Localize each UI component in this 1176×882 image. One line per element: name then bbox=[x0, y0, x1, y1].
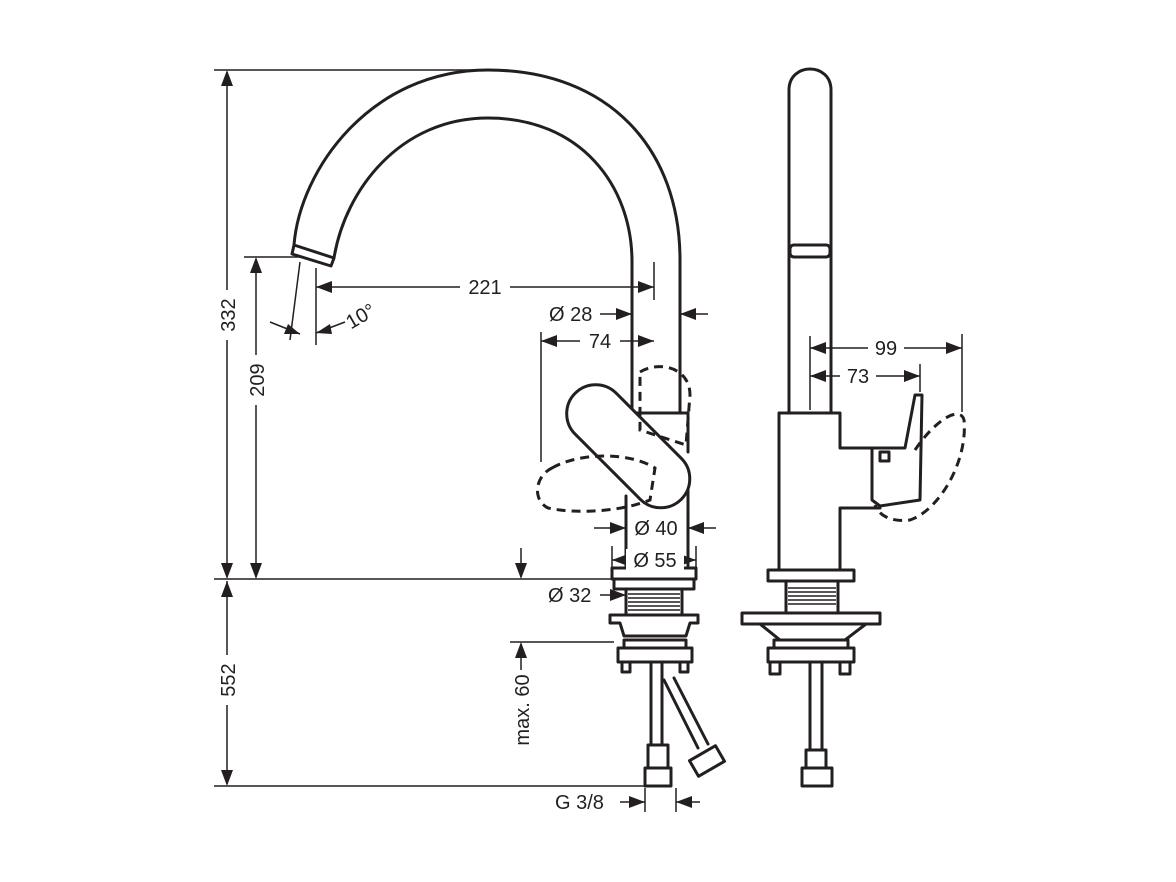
side-hose-nut bbox=[800, 766, 834, 788]
label-total-height: 332 bbox=[218, 298, 240, 331]
spout-outer bbox=[292, 68, 682, 415]
fixing-plate bbox=[608, 613, 700, 638]
front-view bbox=[290, 68, 726, 788]
label-spout-angle: 10° bbox=[342, 300, 379, 334]
hose-straight bbox=[649, 660, 664, 747]
side-base-rosette bbox=[766, 568, 856, 583]
handle-swing-left bbox=[536, 454, 657, 513]
side-shank-thread bbox=[788, 587, 836, 605]
side-handle-button bbox=[878, 450, 891, 463]
label-spout-height: 209 bbox=[247, 363, 269, 396]
side-view bbox=[740, 67, 966, 788]
side-fixing-nut bbox=[766, 646, 856, 664]
dimension-labels: 332 209 552 221 10° Ø 28 74 Ø 40 Ø 55 Ø … bbox=[214, 276, 904, 814]
fixing-nut bbox=[616, 646, 694, 664]
side-fixing-plate bbox=[740, 611, 882, 626]
side-washer bbox=[772, 638, 850, 650]
hose-nut-right bbox=[688, 744, 726, 778]
side-spout bbox=[787, 67, 833, 415]
label-handle-offset: 74 bbox=[589, 331, 611, 353]
hose-ferrule-left bbox=[646, 743, 670, 770]
side-handle-swing bbox=[873, 412, 966, 522]
side-fixing-bracket bbox=[758, 622, 868, 642]
aerator bbox=[290, 243, 336, 268]
label-base-diameter: Ø 55 bbox=[633, 550, 676, 572]
label-below-counter: 552 bbox=[218, 663, 240, 696]
spout-inner bbox=[332, 116, 634, 415]
label-connection-thread: G 3/8 bbox=[555, 792, 604, 814]
label-max-counter: max. 60 bbox=[512, 674, 534, 745]
hose-bent bbox=[662, 676, 710, 750]
label-side-depth: 73 bbox=[847, 366, 869, 388]
shank-thread bbox=[628, 593, 680, 611]
label-spout-diameter: Ø 28 bbox=[549, 304, 592, 326]
side-screw-left bbox=[768, 660, 782, 676]
side-screw-right bbox=[838, 660, 852, 676]
label-shank-diameter: Ø 32 bbox=[548, 585, 591, 607]
label-body-diameter: Ø 40 bbox=[634, 518, 677, 540]
side-hose-ferrule bbox=[804, 748, 828, 770]
handle-swing-up bbox=[638, 365, 692, 448]
side-aerator bbox=[788, 243, 832, 259]
handle bbox=[565, 383, 692, 510]
hose-nut-left bbox=[643, 766, 673, 788]
small-screw-left bbox=[620, 660, 632, 674]
fixing-washer bbox=[622, 638, 688, 650]
side-shank bbox=[784, 579, 840, 615]
label-spout-reach: 221 bbox=[468, 277, 501, 299]
small-screw-right bbox=[678, 660, 690, 674]
side-hoses bbox=[808, 660, 824, 752]
side-handle bbox=[870, 393, 924, 508]
side-body bbox=[777, 411, 882, 572]
label-side-swing: 99 bbox=[875, 338, 897, 360]
